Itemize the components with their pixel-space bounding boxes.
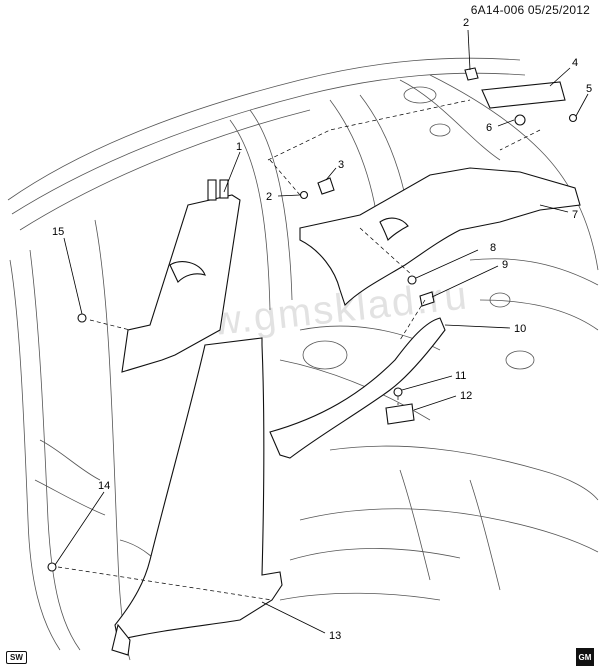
callout-13: 13 [329,630,341,642]
assembly-dashed-lines [57,99,541,601]
part-13-b-pillar-lower-trim [111,337,283,656]
callout-2-left: 2 [266,191,272,203]
callout-5: 5 [586,83,592,95]
callout-12: 12 [460,390,472,402]
fasteners [47,67,578,572]
callout-3: 3 [338,159,344,171]
part-1-b-pillar-upper-trim [121,179,241,373]
callout-labels: 1 2 2 3 4 5 6 7 8 9 10 11 12 13 14 15 [52,17,592,642]
callout-10: 10 [514,323,526,335]
gm-logo: GM [576,648,594,666]
diagram-reference: 6A14-006 05/25/2012 [470,3,590,17]
part-7-quarter-upper-trim [299,167,581,307]
sw-badge: SW [6,651,27,664]
callout-7: 7 [572,209,578,221]
leader-lines [54,29,589,634]
callout-11: 11 [455,370,466,382]
callout-1: 1 [236,141,242,153]
callout-15: 15 [52,226,64,238]
callout-2-top: 2 [463,17,469,29]
callout-8: 8 [490,242,496,254]
callout-14: 14 [98,480,110,492]
callout-4: 4 [572,57,578,69]
vehicle-body-outline [7,57,599,661]
callout-9: 9 [502,259,508,271]
callout-6: 6 [486,122,492,134]
part-10-quarter-lower-trim [269,317,446,459]
